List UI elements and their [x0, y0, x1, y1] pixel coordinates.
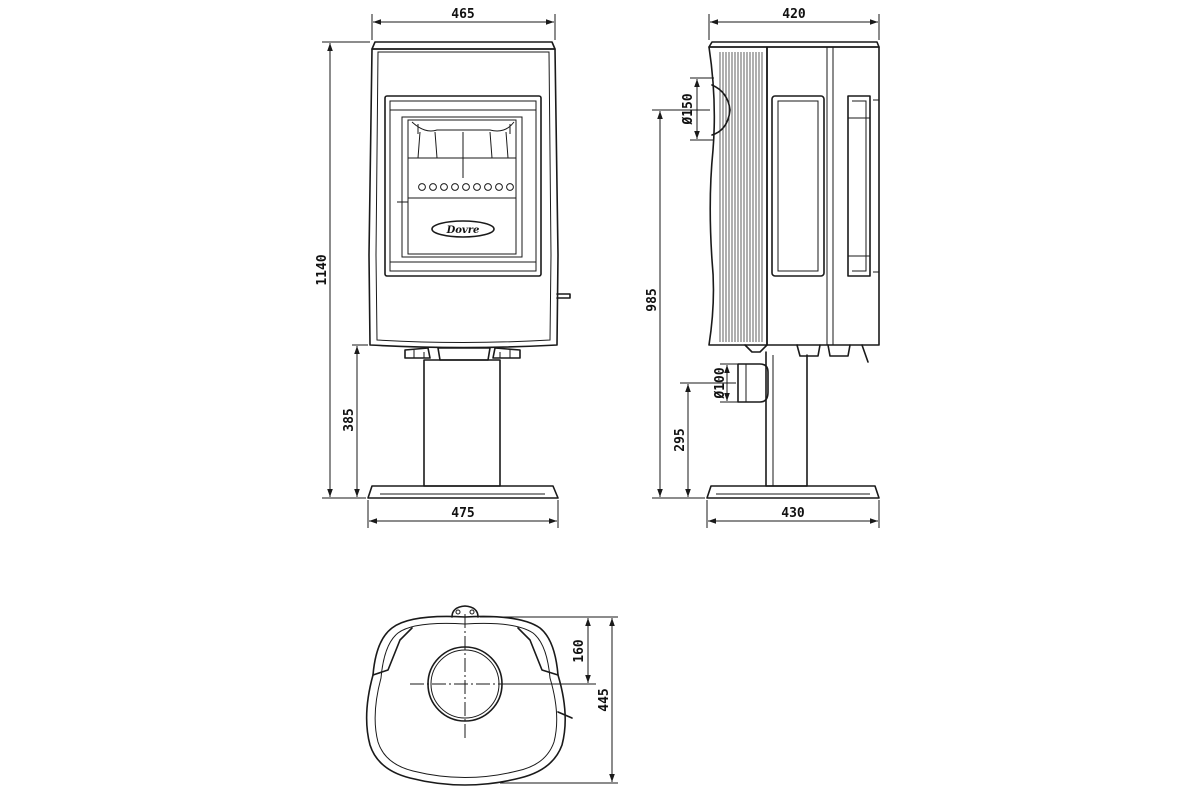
front-bottom-fitting-details	[413, 350, 511, 358]
side-door-profile	[847, 95, 871, 277]
front-firebox-inner	[407, 119, 517, 255]
top-left-shoulder	[372, 627, 413, 676]
front-bottom-fittings	[404, 347, 521, 361]
dim-side-base-width-label: 430	[781, 506, 805, 521]
front-door-frame-inner	[389, 100, 537, 272]
top-handle-bolt-left	[455, 609, 461, 615]
dim-front-pedestal-height-label: 385	[342, 408, 357, 431]
top-outline	[365, 615, 566, 786]
front-door-frame	[384, 95, 542, 277]
front-logo-plate	[431, 220, 495, 238]
side-pedestal-column	[765, 351, 808, 487]
side-window	[771, 95, 825, 277]
dim-top-flue-offset-label: 160	[572, 639, 587, 663]
front-firebox-left-liner	[417, 131, 438, 159]
dim-front-width-top-label: 465	[451, 7, 474, 22]
dim-top-depth-label: 445	[597, 688, 612, 711]
dim-front-base-width-label: 475	[451, 506, 474, 521]
front-logo-text: Dovre	[446, 225, 480, 236]
dim-front-height-total-label: 1140	[315, 254, 330, 285]
front-body-inner-edge	[375, 51, 552, 343]
front-door-handle	[556, 293, 571, 299]
side-rear-convection-panel	[708, 46, 768, 346]
front-base-plate	[367, 485, 559, 499]
dim-side-width-top-label: 420	[782, 7, 806, 22]
side-base-plate	[706, 485, 880, 499]
side-window-inner	[777, 100, 819, 272]
side-air-intake-pipe	[737, 363, 769, 403]
side-door-hinge-marks	[873, 99, 879, 273]
side-convection-fins	[719, 52, 763, 342]
top-view: 160 445	[365, 605, 618, 786]
top-right-shoulder	[517, 627, 559, 676]
front-baffle	[411, 121, 515, 132]
side-view: 420 Ø150 985 Ø100 295 430	[645, 7, 880, 528]
side-door-profile-detail	[848, 100, 870, 272]
side-bottom-fittings	[744, 344, 869, 363]
top-side-lever	[557, 711, 573, 719]
front-firebox-right-liner	[489, 131, 509, 159]
dim-side-outlet-height-label: 985	[645, 288, 660, 311]
front-view: Dovre 465 1140 385 475	[315, 7, 571, 528]
front-air-holes	[418, 183, 514, 191]
top-handle-bolt-right	[469, 609, 475, 615]
front-firebox-window	[401, 116, 523, 258]
top-handle	[451, 605, 479, 618]
side-body	[766, 46, 880, 346]
side-flue-outlet	[711, 84, 731, 136]
top-outline-inner	[374, 622, 558, 778]
front-top-plate	[371, 41, 556, 50]
dim-side-flue-diameter-label: Ø150	[681, 93, 696, 125]
dim-side-air-inlet-height-label: 295	[673, 428, 688, 451]
front-pedestal-column	[423, 359, 501, 487]
front-baffle-supports	[417, 124, 511, 134]
